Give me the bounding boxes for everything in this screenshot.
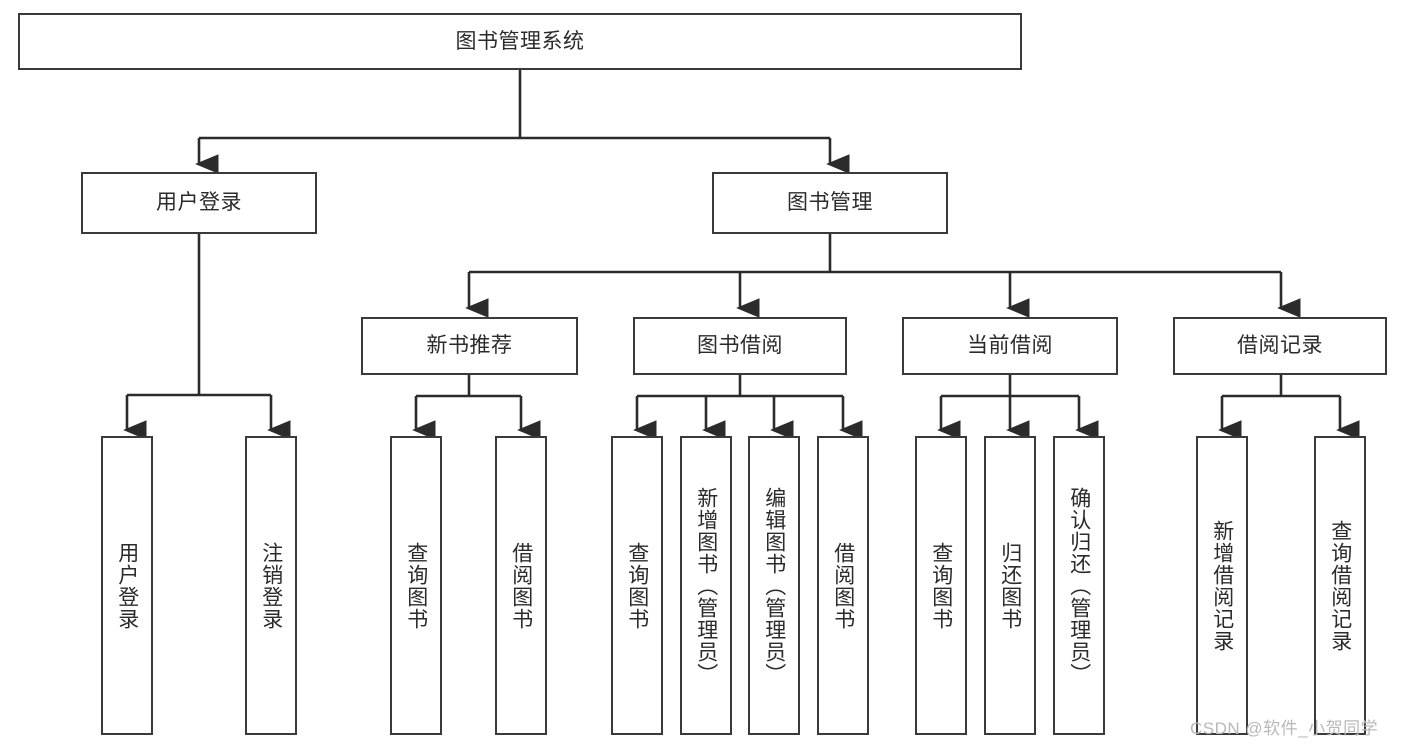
node-label: 用户登录 bbox=[115, 541, 139, 630]
node-leaf-query-book-current[interactable]: 查询图书 bbox=[915, 436, 967, 735]
node-borrow-record[interactable]: 借阅记录 bbox=[1173, 317, 1387, 375]
node-label: 查询图书 bbox=[625, 541, 649, 630]
node-leaf-borrow-book-recommend[interactable]: 借阅图书 bbox=[495, 436, 547, 735]
node-label: 借阅图书 bbox=[509, 541, 533, 630]
node-label: 编辑图书（管理员） bbox=[762, 486, 786, 685]
node-label: 图书管理系统 bbox=[455, 29, 585, 53]
node-label: 新书推荐 bbox=[426, 334, 513, 358]
node-label: 确认归还（管理员） bbox=[1067, 486, 1091, 685]
node-leaf-query-borrow-record[interactable]: 查询借阅记录 bbox=[1314, 436, 1366, 735]
node-current-borrow[interactable]: 当前借阅 bbox=[902, 317, 1118, 375]
node-label: 新增图书（管理员） bbox=[694, 486, 718, 685]
node-book-borrow[interactable]: 图书借阅 bbox=[633, 317, 847, 375]
node-label: 当前借阅 bbox=[967, 334, 1053, 358]
node-book-management[interactable]: 图书管理 bbox=[712, 172, 948, 234]
node-leaf-add-borrow-record[interactable]: 新增借阅记录 bbox=[1196, 436, 1248, 735]
node-leaf-add-book[interactable]: 新增图书（管理员） bbox=[680, 436, 732, 735]
node-leaf-user-logout[interactable]: 注销登录 bbox=[245, 436, 297, 735]
node-label: 归还图书 bbox=[998, 541, 1022, 630]
node-label: 借阅记录 bbox=[1237, 334, 1323, 358]
node-label: 用户登录 bbox=[156, 191, 242, 215]
node-label: 查询图书 bbox=[404, 541, 428, 630]
node-user-login[interactable]: 用户登录 bbox=[81, 172, 317, 234]
node-label: 图书管理 bbox=[787, 191, 873, 215]
node-label: 注销登录 bbox=[259, 541, 283, 630]
node-leaf-user-login[interactable]: 用户登录 bbox=[101, 436, 153, 735]
node-label: 查询借阅记录 bbox=[1328, 519, 1352, 652]
node-leaf-query-book-recommend[interactable]: 查询图书 bbox=[390, 436, 442, 735]
node-label: 借阅图书 bbox=[831, 541, 855, 630]
node-leaf-borrow-book[interactable]: 借阅图书 bbox=[817, 436, 869, 735]
node-label: 查询图书 bbox=[929, 541, 953, 630]
node-label: 图书借阅 bbox=[697, 334, 783, 358]
node-leaf-query-book-borrow[interactable]: 查询图书 bbox=[611, 436, 663, 735]
node-leaf-confirm-return[interactable]: 确认归还（管理员） bbox=[1053, 436, 1105, 735]
node-label: 新增借阅记录 bbox=[1210, 519, 1234, 652]
node-root-system[interactable]: 图书管理系统 bbox=[18, 13, 1022, 70]
node-leaf-return-book[interactable]: 归还图书 bbox=[984, 436, 1036, 735]
node-leaf-edit-book[interactable]: 编辑图书（管理员） bbox=[748, 436, 800, 735]
node-new-book-recommend[interactable]: 新书推荐 bbox=[361, 317, 578, 375]
